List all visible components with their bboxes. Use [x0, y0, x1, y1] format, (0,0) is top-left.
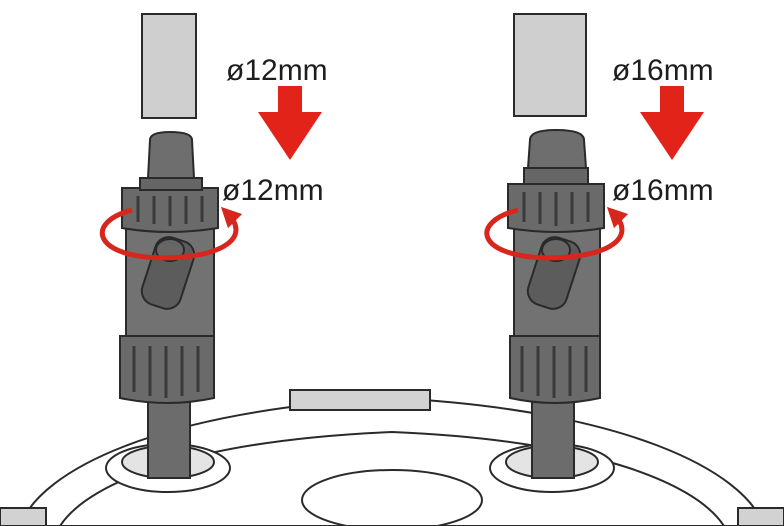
valve-stem-left	[147, 397, 191, 479]
tube-right	[513, 13, 587, 117]
arrow-down-icon	[258, 86, 322, 160]
valve-neck-left	[139, 177, 203, 191]
left-valve-diameter-label: ø12mm	[222, 174, 324, 207]
right-tube-diameter-label: ø16mm	[612, 54, 714, 87]
valve-nozzle-left	[146, 130, 196, 179]
tube-left	[141, 13, 197, 119]
lid-latch-center	[289, 389, 431, 411]
lid-latch-left	[0, 507, 47, 526]
valve-left	[119, 130, 219, 479]
lid-latch-right	[737, 507, 784, 526]
valve-right	[507, 128, 605, 479]
rotate-arrow-icon	[100, 206, 243, 261]
right-valve-diameter-label: ø16mm	[612, 174, 714, 207]
rotate-arrow-icon	[484, 206, 629, 261]
left-tube-diameter-label: ø12mm	[226, 54, 328, 87]
valve-neck-right	[523, 167, 589, 185]
arrow-down-icon	[640, 86, 704, 160]
valve-nozzle-right	[526, 128, 588, 169]
valve-stem-right	[531, 397, 575, 479]
